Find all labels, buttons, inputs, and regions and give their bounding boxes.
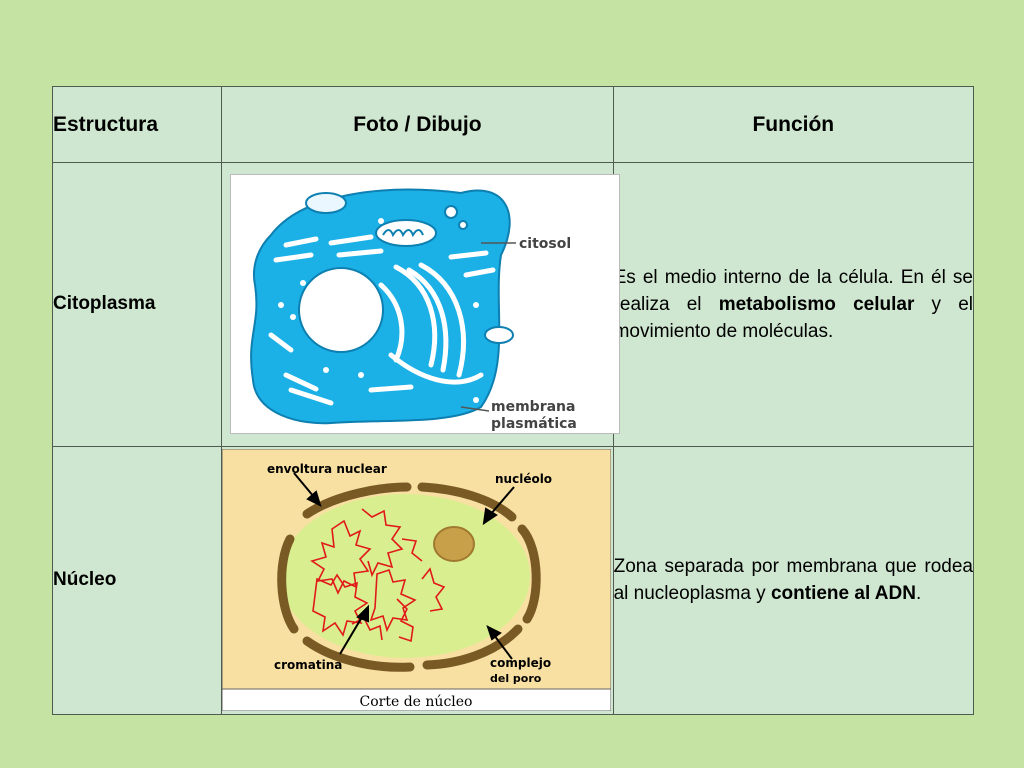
function-text: Es el medio interno de la célula. En él … [612, 162, 975, 447]
table-header-row: Estructura Foto / Dibujo Función [51, 85, 975, 164]
mitochondrion [484, 326, 515, 345]
label-envoltura: envoltura nuclear [267, 462, 387, 476]
mitochondrion [375, 219, 438, 248]
label-membrana: membrana [491, 399, 575, 415]
chromatin [310, 507, 446, 642]
header-funcion: Función [612, 85, 975, 164]
label-plasmatica: plasmática [491, 416, 577, 432]
image-cell: envoltura nuclear nucléolo cromatina com… [221, 445, 614, 716]
function-text: Zona separada por membrana que rodea al … [612, 445, 975, 716]
table-row: Núcleo [51, 445, 975, 716]
table-row: Citoplasma [51, 162, 975, 447]
label-citosol: citosol [519, 236, 571, 252]
label-nucleolo: nucléolo [495, 472, 552, 486]
function-text-part: y el movimiento de moléculas. [613, 293, 973, 342]
header-estructura: Estructura [51, 85, 223, 164]
structure-table: Estructura Foto / Dibujo Función Citopla… [51, 85, 975, 716]
nucleus-illustration: envoltura nuclear nucléolo cromatina com… [221, 448, 612, 712]
header-foto-dibujo: Foto / Dibujo [221, 85, 614, 164]
label-cromatina: cromatina [274, 658, 342, 672]
function-text-part: Zona separada por membrana que rodea al … [613, 556, 973, 605]
function-text-bold: metabolismo celular [718, 293, 915, 315]
function-text-part: Es el medio interno de la célula. En él … [613, 266, 973, 315]
nucleus-diagram: envoltura nuclear nucléolo cromatina com… [221, 448, 612, 712]
label-complejo: complejo [490, 656, 551, 670]
function-text-bold: contiene al ADN [770, 583, 916, 605]
nucleus-caption: Corte de núcleo [360, 694, 473, 710]
nuclear-envelope [277, 482, 541, 672]
image-cell: citosol membrana plasmática [221, 162, 621, 447]
function-text-part: . [915, 583, 922, 605]
nucleolus [433, 525, 476, 562]
structure-name: Núcleo [51, 445, 223, 716]
structure-name: Citoplasma [51, 162, 223, 447]
cytoplasm-diagram: citosol membrana plasmática [230, 174, 621, 435]
cytoplasm-illustration: citosol membrana plasmática [250, 188, 577, 432]
nucleus-hole [298, 267, 385, 354]
label-del-poro: del poro [490, 672, 542, 685]
